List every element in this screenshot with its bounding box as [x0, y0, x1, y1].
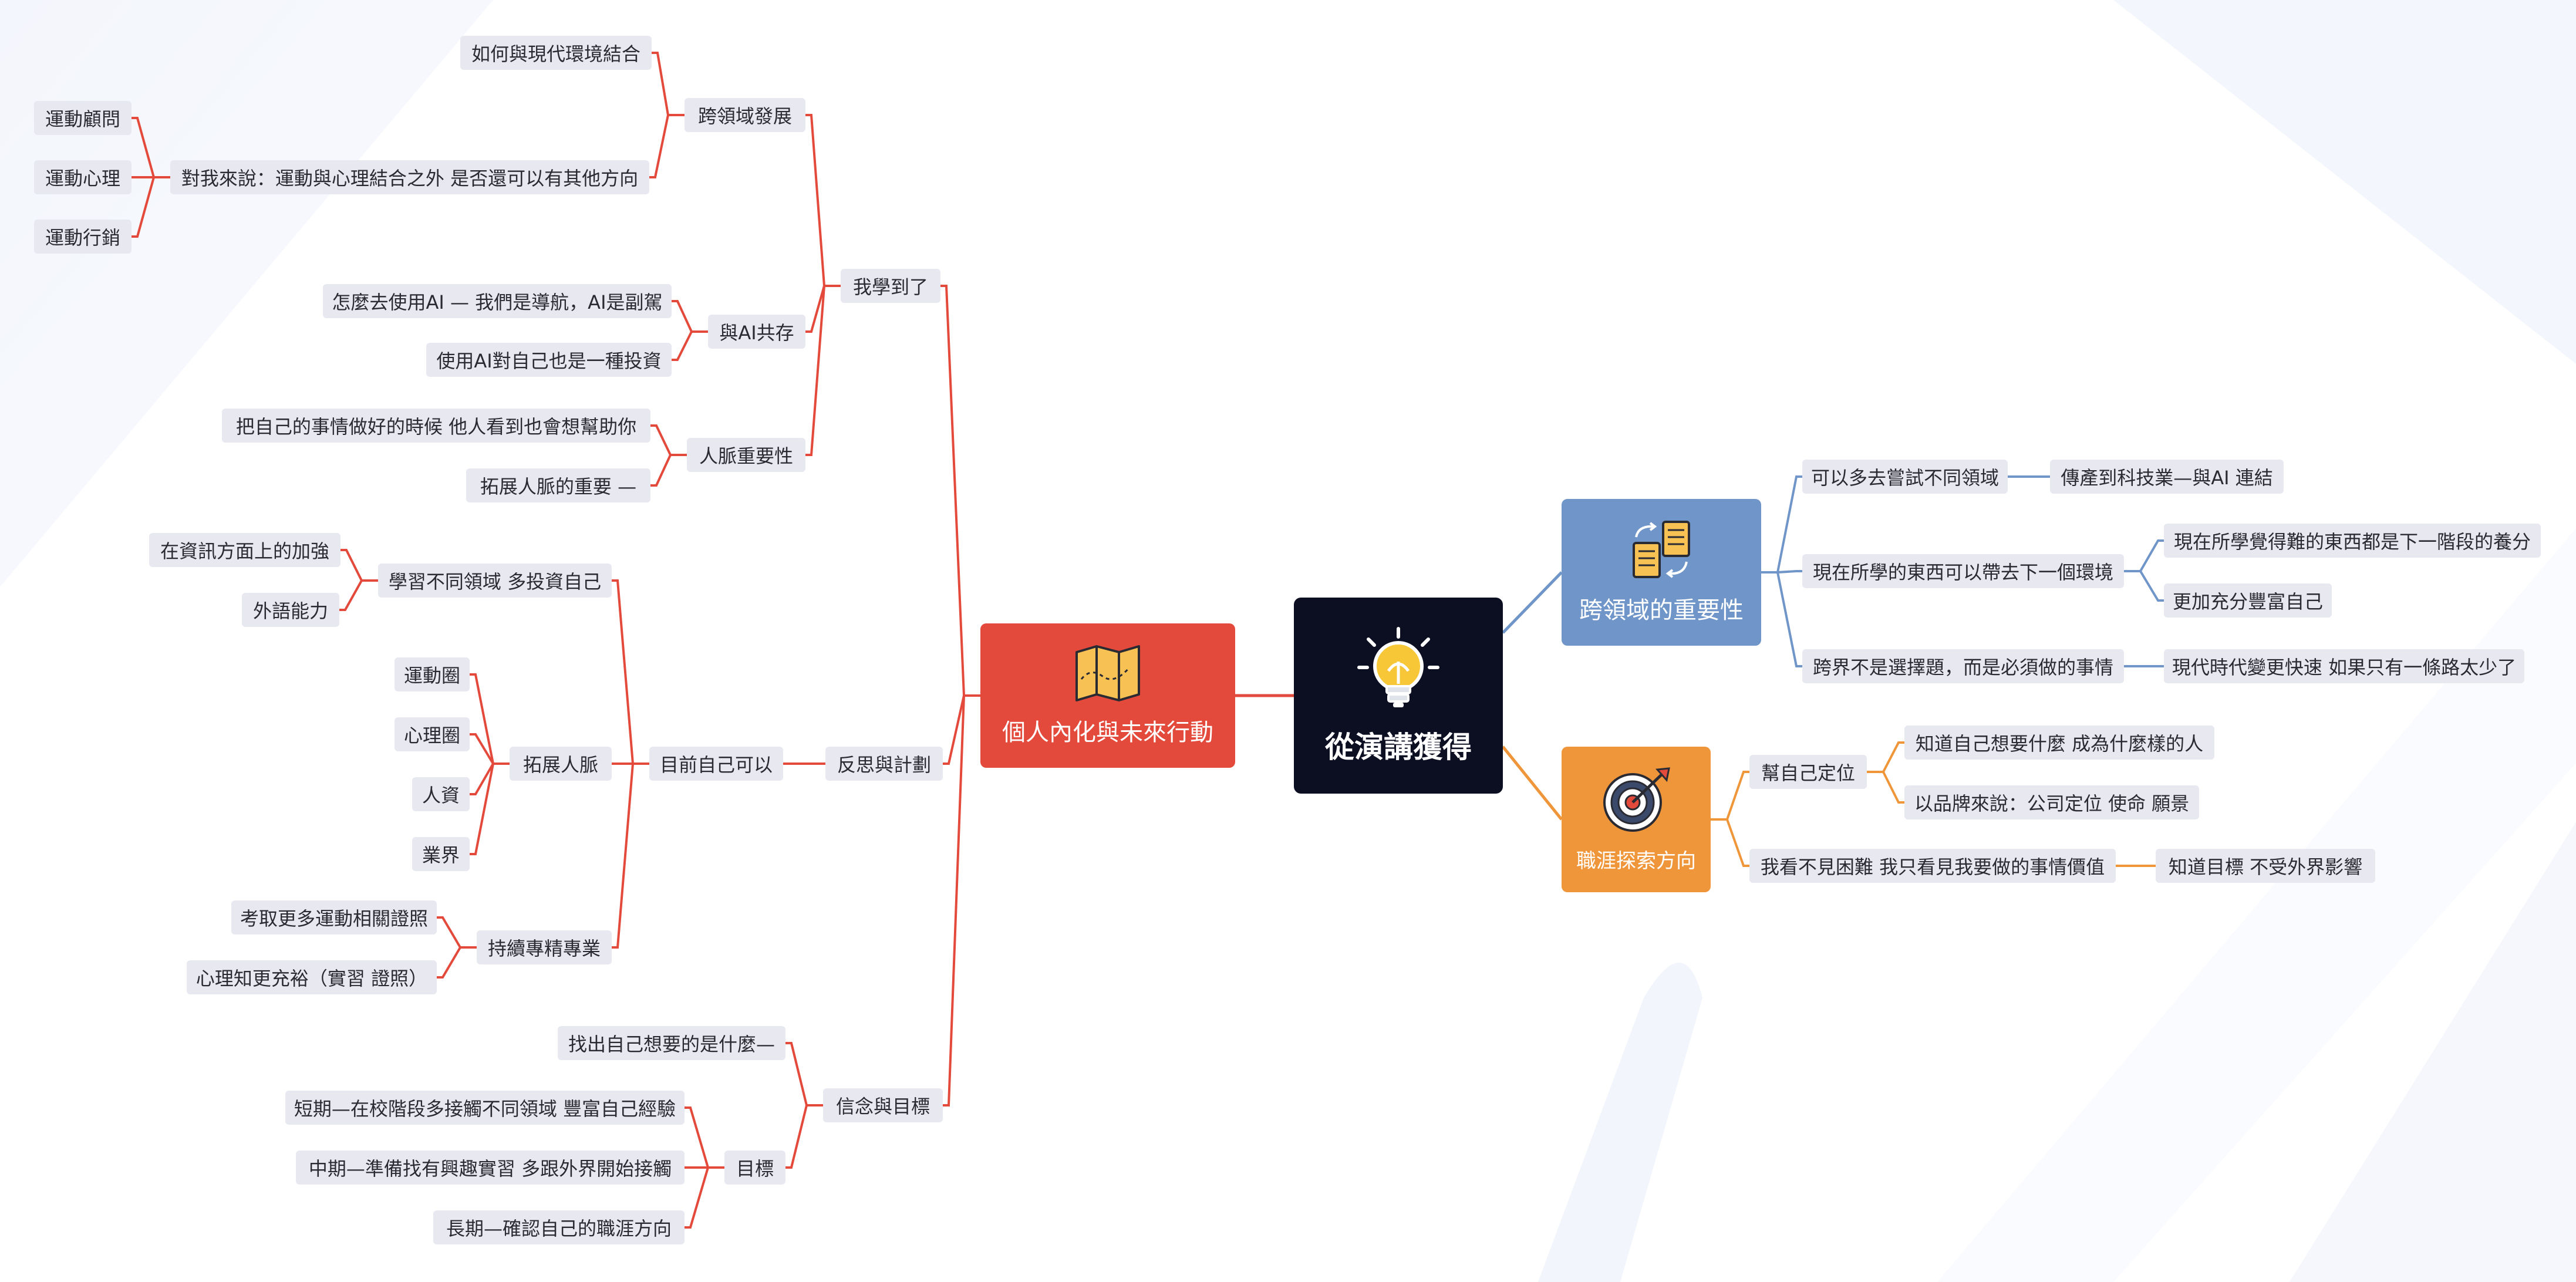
topic-t1b[interactable]: 與AI共存 — [708, 315, 805, 349]
topic-t2a2b[interactable]: 心理圈 — [395, 717, 470, 751]
link-topic-t2a-topic-t2a3 — [612, 763, 649, 949]
topic-t2a3a[interactable]: 考取更多運動相關證照 — [231, 900, 437, 934]
link-topic-t2a2-topic-t2a2d — [470, 763, 510, 855]
topic-t1a2[interactable]: 對我來說：運動與心理結合之外 是否還可以有其他方向 — [170, 160, 649, 194]
link-topic-t2a2-topic-t2a2a — [470, 673, 510, 765]
link-main-topic-career-topic-r2a — [1711, 771, 1749, 821]
topic-t2a1b[interactable]: 外語能力 — [242, 593, 339, 627]
link-topic-r2a-topic-r2a1 — [1867, 741, 1904, 773]
topic-t1b2[interactable]: 使用AI對自己也是一種投資 — [426, 343, 672, 377]
link-topic-t1c-topic-t1c1 — [650, 424, 687, 456]
link-topic-t3-topic-t3b — [785, 1104, 823, 1169]
main-topic-label: 個人內化與未來行動 — [1002, 719, 1213, 746]
map-icon — [1073, 644, 1142, 703]
topic-t3b3[interactable]: 長期—確認自己的職涯方向 — [433, 1210, 685, 1244]
root-topic[interactable]: 從演講獲得 — [1294, 598, 1503, 794]
topic-r2a2[interactable]: 以品牌來說：公司定位 使命 願景 — [1904, 785, 2199, 819]
main-topic-cross-domain[interactable]: 跨領域的重要性 — [1562, 499, 1761, 646]
main-topic-label: 職涯探索方向 — [1576, 849, 1696, 873]
link-topic-t1b-topic-t1b2 — [672, 330, 708, 361]
topic-r1c1[interactable]: 現代時代變更快速 如果只有一條路太少了 — [2164, 649, 2524, 683]
topic-t3b1[interactable]: 短期—在校階段多接觸不同領域 豐富自己經驗 — [285, 1091, 685, 1125]
link-main-topic-personal-action-topic-t3 — [943, 694, 980, 1106]
topic-t1a2b[interactable]: 運動心理 — [34, 160, 132, 194]
link-topic-t1-topic-t1c — [805, 285, 841, 456]
main-topic-career[interactable]: 職涯探索方向 — [1562, 747, 1711, 892]
link-topic-t1a-topic-t1a2 — [649, 114, 685, 178]
topic-t3b[interactable]: 目標 — [724, 1151, 785, 1185]
topic-t2a[interactable]: 目前自己可以 — [649, 747, 783, 781]
main-topic-personal-action[interactable]: 個人內化與未來行動 — [980, 623, 1235, 768]
link-topic-r1b-topic-r1b1 — [2124, 539, 2164, 572]
link-main-topic-career-topic-r2b — [1711, 818, 1749, 867]
link-topic-t2a1-topic-t2a1b — [339, 579, 378, 611]
topic-t1a2a[interactable]: 運動顧問 — [34, 101, 132, 135]
topic-t2a3[interactable]: 持續專精專業 — [477, 930, 612, 964]
topic-t1b1[interactable]: 怎麼去使用AI — 我們是導航，AI是副駕 — [323, 284, 672, 318]
target-icon — [1601, 766, 1671, 834]
link-topic-t3b-topic-t3b1 — [685, 1106, 724, 1169]
link-topic-t3b-topic-t3b3 — [685, 1166, 724, 1229]
topic-r2a1[interactable]: 知道自己想要什麼 成為什麼樣的人 — [1904, 726, 2214, 760]
topic-r1b[interactable]: 現在所學的東西可以帶去下一個環境 — [1802, 554, 2124, 588]
topic-t1c2[interactable]: 拓展人脈的重要 — — [466, 468, 650, 502]
link-topic-t1a2-topic-t1a2a — [132, 117, 170, 178]
link-topic-t2a3-topic-t2a3b — [437, 946, 477, 979]
topic-t2a2[interactable]: 拓展人脈 — [510, 747, 612, 781]
main-topic-label: 跨領域的重要性 — [1579, 597, 1744, 624]
link-root-orange — [1502, 745, 1563, 821]
topic-t3[interactable]: 信念與目標 — [823, 1088, 943, 1122]
topic-t1a1[interactable]: 如何與現代環境結合 — [460, 36, 652, 70]
documents-exchange-icon — [1627, 519, 1696, 581]
topic-t2a1a[interactable]: 在資訊方面上的加強 — [149, 533, 340, 567]
topic-r1c[interactable]: 跨界不是選擇題，而是必須做的事情 — [1802, 649, 2124, 683]
topic-t1a2c[interactable]: 運動行銷 — [34, 220, 132, 254]
link-topic-t1a-topic-t1a1 — [652, 52, 685, 116]
topic-t1c[interactable]: 人脈重要性 — [687, 438, 805, 472]
topic-t2a2a[interactable]: 運動圈 — [395, 657, 470, 691]
lightbulb-icon — [1354, 625, 1442, 713]
link-root-blue — [1502, 571, 1563, 634]
topic-r1a[interactable]: 可以多去嘗試不同領域 — [1802, 460, 2008, 494]
root-title: 從演講獲得 — [1325, 730, 1472, 764]
link-topic-r2a-topic-r2a2 — [1867, 771, 1904, 804]
link-topic-t1c-topic-t1c2 — [650, 454, 687, 487]
topic-r2a[interactable]: 幫自己定位 — [1749, 755, 1867, 789]
topic-t3b2[interactable]: 中期—準備找有興趣實習 多跟外界開始接觸 — [296, 1151, 685, 1185]
topic-r1a1[interactable]: 傳產到科技業—與AI 連結 — [2050, 460, 2284, 494]
link-topic-t2a1-topic-t2a1a — [340, 549, 378, 582]
link-main-topic-cross-domain-topic-r1a — [1761, 475, 1802, 573]
topic-t2[interactable]: 反思與計劃 — [825, 747, 943, 781]
topic-t1[interactable]: 我學到了 — [841, 269, 940, 303]
topic-r1b1[interactable]: 現在所學覺得難的東西都是下一階段的養分 — [2164, 524, 2541, 558]
topic-t1a[interactable]: 跨領域發展 — [685, 98, 805, 132]
topic-t2a1[interactable]: 學習不同領域 多投資自己 — [378, 564, 612, 598]
topic-t1c1[interactable]: 把自己的事情做好的時候 他人看到也會想幫助你 — [222, 409, 650, 443]
topic-t2a2c[interactable]: 人資 — [412, 777, 470, 811]
topic-r1b2[interactable]: 更加充分豐富自己 — [2164, 583, 2332, 618]
link-topic-t1-topic-t1a — [805, 114, 841, 287]
link-topic-t3-topic-t3a — [785, 1042, 823, 1106]
link-topic-t2a3-topic-t2a3a — [437, 916, 477, 949]
topic-t2a2d[interactable]: 業界 — [412, 837, 470, 871]
link-main-topic-cross-domain-topic-r1c — [1761, 571, 1802, 667]
topic-t3a[interactable]: 找出自己想要的是什麼— — [558, 1026, 785, 1060]
link-topic-t1b-topic-t1b1 — [672, 300, 708, 333]
link-topic-t1a2-topic-t1a2c — [132, 176, 170, 238]
link-topic-r1b-topic-r1b2 — [2124, 570, 2164, 602]
link-topic-t2a-topic-t2a1 — [612, 579, 649, 765]
link-main-topic-personal-action-topic-t1 — [940, 285, 980, 697]
topic-r2b[interactable]: 我看不見困難 我只看見我要做的事情價值 — [1749, 849, 2116, 883]
topic-r2b1[interactable]: 知道目標 不受外界影響 — [2156, 849, 2375, 883]
topic-t2a3b[interactable]: 心理知更充裕（實習 證照） — [187, 960, 437, 994]
